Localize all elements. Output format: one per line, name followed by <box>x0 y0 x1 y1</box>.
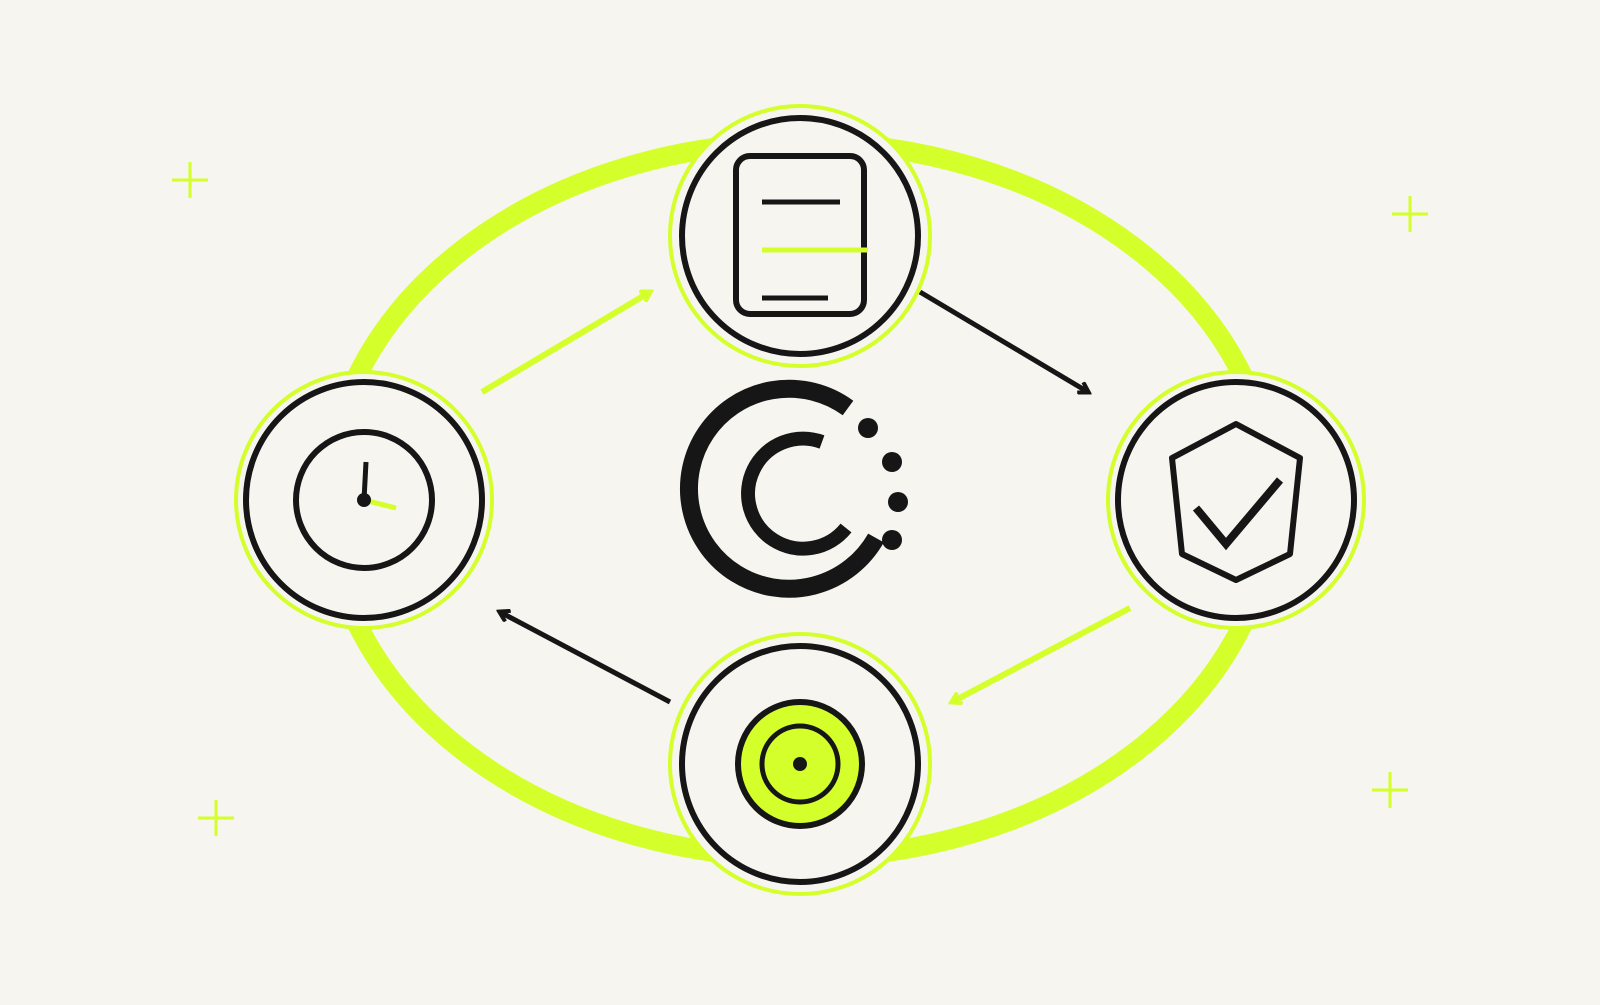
node-target <box>668 632 932 896</box>
plus-sparkle-icon <box>172 162 208 198</box>
plus-sparkle-icon <box>1372 772 1408 808</box>
plus-sparkle-icon <box>1392 196 1428 232</box>
clock-icon <box>293 429 435 571</box>
plus-sparkle-icon <box>198 800 234 836</box>
node-shield <box>1106 370 1366 630</box>
arrow-document-to-shield <box>918 289 1088 392</box>
node-document <box>668 104 932 368</box>
sparkles <box>172 162 1428 836</box>
document-icon <box>733 153 868 317</box>
arrow-target-to-clock <box>500 612 672 705</box>
shield-check-icon <box>1169 421 1303 583</box>
consul-logo-icon <box>680 379 908 598</box>
arrow-shield-to-target <box>952 605 1132 702</box>
node-clock <box>234 370 494 630</box>
arrow-clock-to-document <box>480 289 650 395</box>
target-icon <box>735 699 865 829</box>
